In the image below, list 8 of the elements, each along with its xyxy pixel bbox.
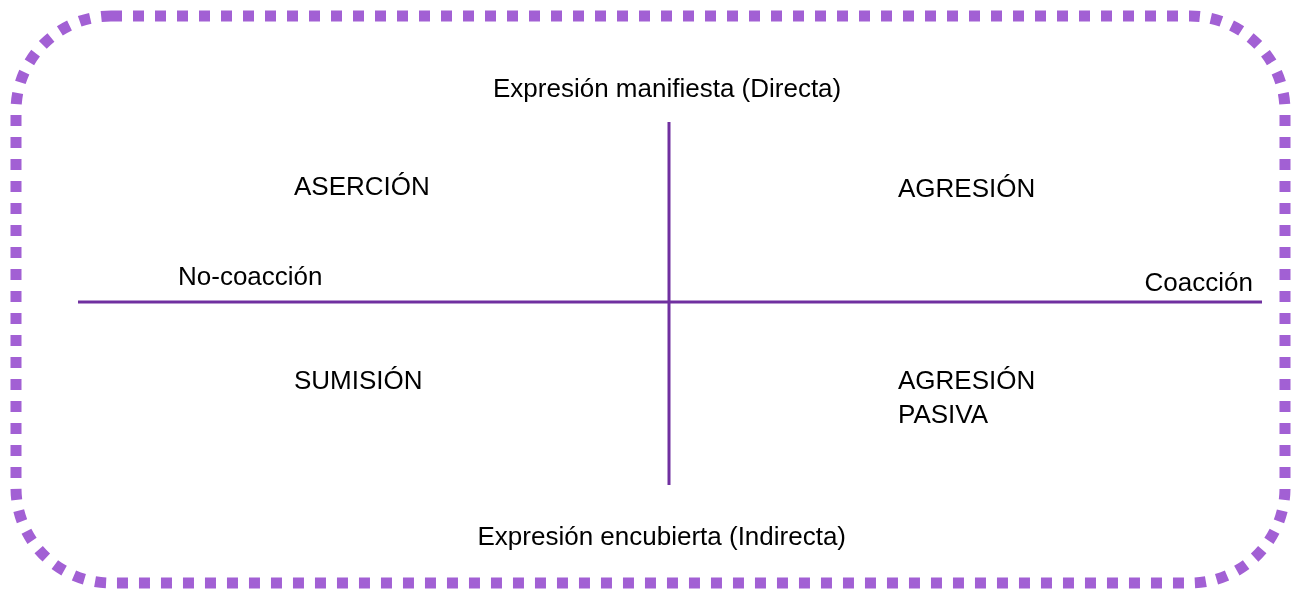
quadrant-label: ASERCIÓN (294, 170, 430, 203)
axis-label: Coacción (1144, 266, 1253, 299)
axis-label: No-coacción (178, 260, 323, 293)
quadrant-label: SUMISIÓN (294, 364, 423, 397)
axis-label: Expresión manifiesta (Directa) (493, 72, 842, 105)
axis-label: Expresión encubierta (Indirecta) (477, 520, 847, 553)
quadrant-label: AGRESIÓN (898, 172, 1036, 205)
quadrant-label: AGRESIÓN PASIVA (898, 364, 1037, 431)
